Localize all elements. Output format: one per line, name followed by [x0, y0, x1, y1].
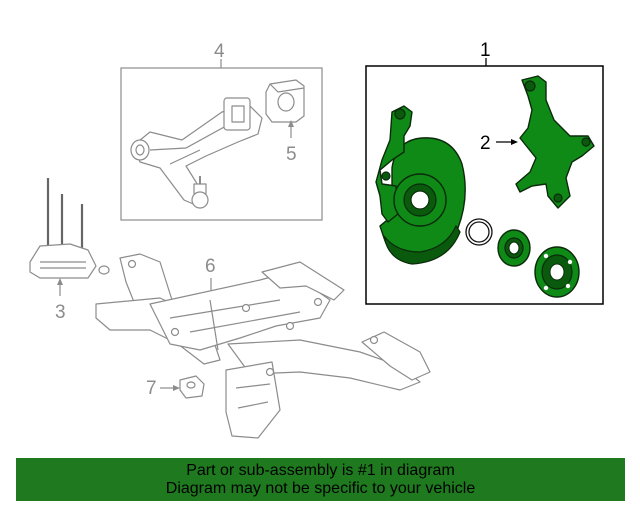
info-banner: Part or sub-assembly is #1 in diagram Di…	[16, 458, 625, 501]
callout-1: 1	[480, 40, 491, 61]
callout-4: 4	[214, 41, 225, 62]
callout-5: 5	[286, 144, 297, 165]
mount-bracket-3: 3	[29, 178, 110, 323]
steering-knuckle-2	[515, 75, 595, 209]
knuckle-assembly-box	[365, 65, 604, 305]
parts-diagram: 4 5 1	[29, 40, 604, 439]
steering-knuckle-left	[375, 105, 413, 223]
callout-2: 2	[480, 133, 491, 154]
control-arm-group: 4 5	[120, 41, 323, 221]
snap-ring	[465, 218, 493, 246]
callout-3: 3	[55, 302, 66, 323]
nut-7: 7	[146, 375, 205, 399]
callout-6: 6	[205, 256, 216, 277]
wheel-hub	[534, 246, 580, 298]
callout-7: 7	[146, 378, 157, 399]
banner-line-2: Diagram may not be specific to your vehi…	[165, 479, 476, 497]
banner-line-1: Part or sub-assembly is #1 in diagram	[186, 461, 455, 479]
wheel-bearing	[497, 229, 531, 267]
front-subframe-6: 6	[95, 253, 431, 439]
knuckle-assembly-group: 1	[365, 40, 604, 305]
